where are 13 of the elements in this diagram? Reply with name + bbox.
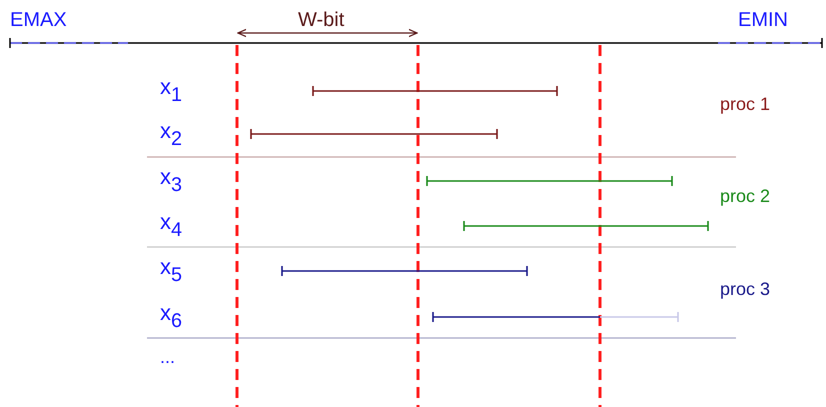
group-label: proc 1 bbox=[720, 95, 770, 113]
group-label: proc 2 bbox=[720, 187, 770, 205]
axis-end-label: EMAX bbox=[10, 10, 67, 30]
variable-label: x$_{2}$ bbox=[160, 120, 182, 150]
variable-label: x$_{4}$ bbox=[160, 211, 182, 241]
axis-end-label: EMIN bbox=[738, 10, 788, 30]
ellipsis-label: ... bbox=[160, 348, 176, 366]
variable-label: x$_{3}$ bbox=[160, 166, 182, 196]
variable-label: x$_{1}$ bbox=[160, 76, 182, 106]
dimension-label: W-bit bbox=[298, 10, 344, 30]
variable-label: x$_{6}$ bbox=[160, 302, 182, 332]
group-label: proc 3 bbox=[720, 280, 770, 298]
variable-label: x$_{5}$ bbox=[160, 256, 182, 286]
